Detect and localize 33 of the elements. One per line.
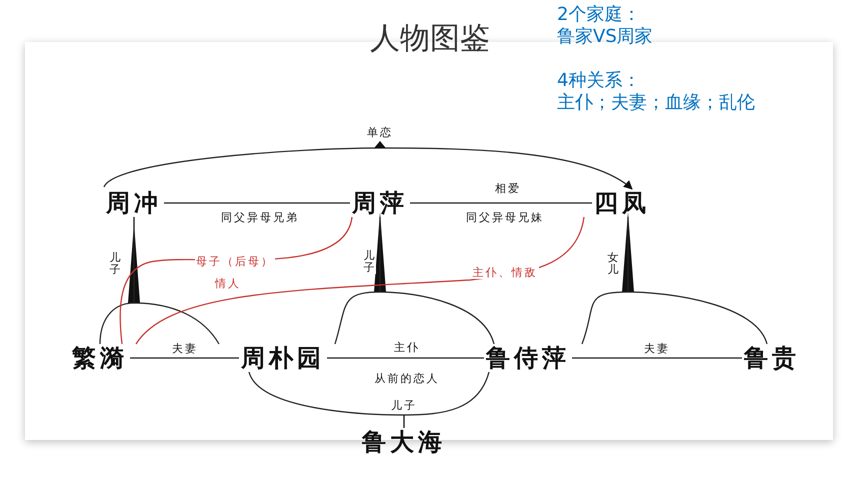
edge-label: 儿子: [108, 252, 122, 276]
note-text: 主仆；夫妻；血缘；乱伦: [557, 92, 755, 114]
title: 人物图鉴: [370, 20, 490, 58]
connector-line: [104, 141, 633, 190]
character-name: 鲁贵: [742, 344, 802, 372]
character-name: 鲁大海: [360, 428, 448, 456]
note-text: 鲁家VS周家: [557, 26, 653, 48]
note-text: 4种关系：: [557, 70, 640, 92]
connector-line: [403, 372, 490, 428]
connector-line: [164, 202, 350, 204]
edge-label: 女儿: [606, 252, 620, 276]
edge-label: 单恋: [366, 126, 394, 138]
character-name: 周朴园: [239, 344, 327, 372]
connector-line: [627, 217, 768, 344]
note-text: 2个家庭：: [557, 4, 640, 26]
connector-line: [379, 217, 495, 344]
connector-line: [130, 357, 239, 359]
character-name: 繁漪: [70, 344, 130, 372]
character-name: 鲁侍萍: [484, 344, 572, 372]
edge-label: 母子（后母）: [195, 254, 275, 268]
edge-label: 夫妻: [171, 342, 199, 354]
connector-line: [410, 202, 592, 204]
character-name: 周萍: [350, 189, 410, 217]
relation-label: 同父异母兄妹: [465, 210, 545, 224]
edge-label: 主仆: [393, 340, 421, 354]
connector-line: [133, 217, 220, 344]
connector-line: [572, 357, 742, 359]
character-name: 四凤: [592, 189, 652, 217]
edge-label: 儿子: [362, 250, 376, 274]
connector-line: [327, 357, 484, 359]
character-name: 周冲: [104, 189, 164, 217]
edge-label: 主仆、情敌: [472, 266, 538, 278]
edge-label: 夫妻: [643, 342, 671, 354]
